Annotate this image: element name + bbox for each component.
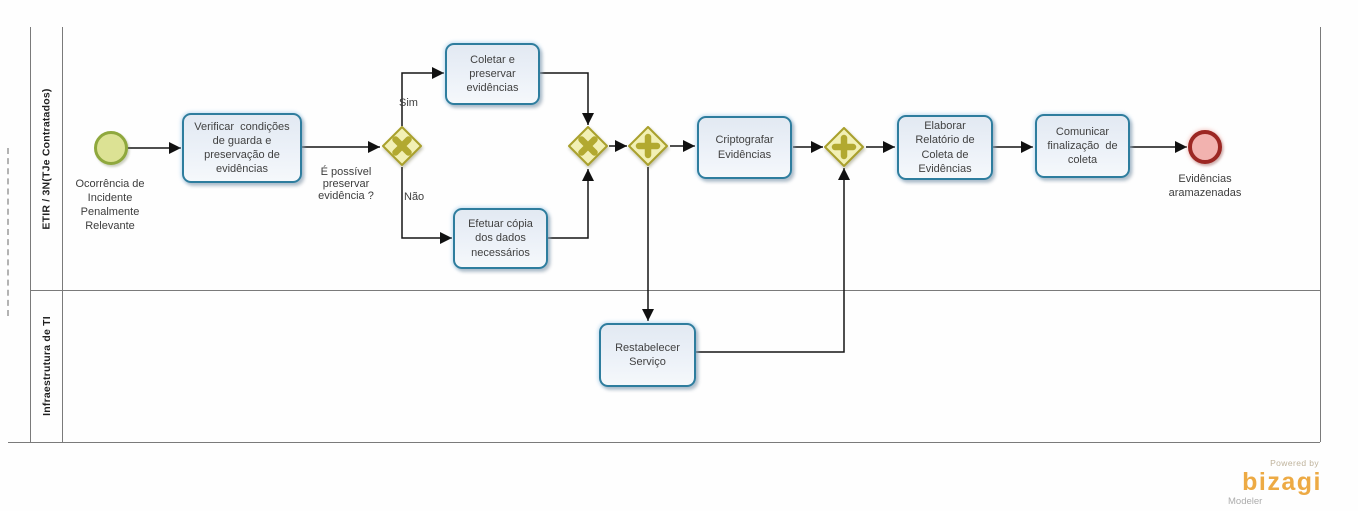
powered-by-text: Powered by	[1270, 458, 1319, 468]
start-event[interactable]	[94, 131, 128, 165]
pool-left-border	[30, 27, 31, 442]
flow-coletar-to-merge	[540, 72, 594, 125]
lane-etir[interactable]: ETIR / 3N(TJe Contratados)	[31, 27, 62, 290]
lane-etir-label: ETIR / 3N(TJe Contratados)	[40, 87, 53, 230]
task-criptografar-label: Criptografar Evidências	[715, 134, 774, 161]
flow-efetuar-to-merge	[548, 169, 594, 239]
task-elaborar-relatorio-label: Elaborar Relatório de Coleta de Evidênci…	[915, 120, 975, 175]
parallel-gateway-icon	[628, 126, 668, 166]
task-verificar-condicoes-label: Verificar condições de guarda e preserva…	[194, 120, 290, 176]
task-coletar-preservar-label: Coletar e preservar evidências	[466, 53, 519, 95]
task-efetuar-copia-label: Efetuar cópia dos dados necessários	[468, 218, 533, 259]
task-restabelecer-servico[interactable]: Restabelecer Serviço	[599, 323, 696, 387]
flow-label-nao: Não	[404, 191, 425, 203]
modeler-text: Modeler	[1228, 495, 1263, 507]
task-verificar-condicoes[interactable]: Verificar condições de guarda e preserva…	[182, 113, 302, 183]
lane-infraestrutura-label: Infraestrutura de TI	[40, 316, 53, 416]
task-coletar-preservar[interactable]: Coletar e preservar evidências	[445, 43, 540, 105]
flow-restabelecer-to-parallel2	[696, 168, 850, 353]
task-comunicar-finalizacao[interactable]: Comunicar finalização de coleta	[1035, 114, 1130, 178]
xor-gateway-icon	[382, 126, 422, 166]
parallel-gateway-icon	[824, 127, 864, 167]
parallel-gateway-join[interactable]	[822, 125, 866, 169]
task-efetuar-copia[interactable]: Efetuar cópia dos dados necessários	[453, 208, 548, 269]
task-comunicar-finalizacao-label: Comunicar finalização de coleta	[1047, 125, 1118, 167]
task-elaborar-relatorio[interactable]: Elaborar Relatório de Coleta de Evidênci…	[897, 115, 993, 180]
end-event-label: Evidências aramazenadas	[1168, 173, 1242, 200]
end-event[interactable]	[1188, 130, 1222, 164]
flow-label-sim: Sim	[399, 97, 418, 109]
xor-gateway-icon	[568, 126, 608, 166]
pool-right-border	[1320, 27, 1321, 442]
parallel-gateway-split[interactable]	[626, 124, 670, 168]
exclusive-gateway-merge[interactable]	[566, 124, 610, 168]
start-event-label: Ocorrência de Incidente Penalmente Relev…	[75, 178, 145, 233]
lane-divider	[30, 290, 1320, 291]
task-criptografar[interactable]: Criptografar Evidências	[697, 116, 792, 179]
gateway-question-label: É possível preservar evidência ?	[318, 166, 374, 202]
exclusive-gateway-split[interactable]	[380, 124, 424, 168]
bizagi-logo[interactable]: Powered by bizagi Modeler	[1226, 459, 1322, 506]
pool-left-dashed-edge	[7, 148, 9, 316]
bizagi-wordmark: bizagi	[1242, 467, 1322, 496]
task-restabelecer-servico-label: Restabelecer Serviço	[615, 341, 680, 368]
lane-header-divider	[62, 27, 63, 442]
lane-infraestrutura[interactable]: Infraestrutura de TI	[31, 290, 62, 442]
pool-bottom-border	[8, 442, 1320, 443]
